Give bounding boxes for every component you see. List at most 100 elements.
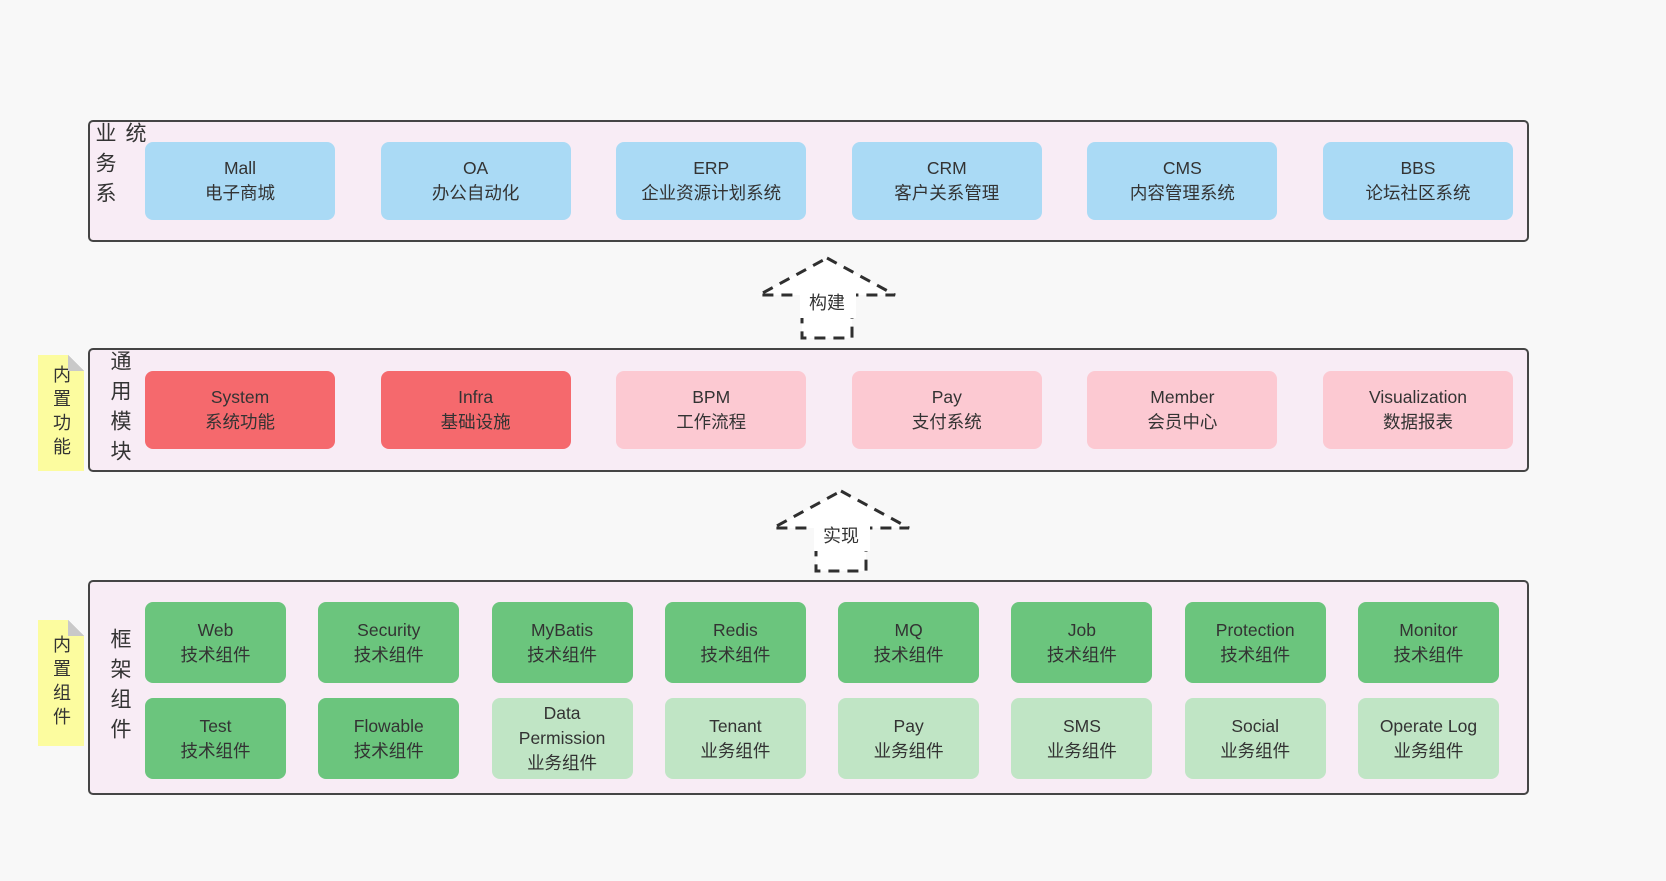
node-subtitle: 业务组件 [700, 740, 771, 761]
node-social: Social 业务组件 [1184, 698, 1326, 779]
node-tenant: Tenant 业务组件 [664, 698, 806, 779]
node-title: CRM [926, 158, 967, 178]
node-title: CMS [1162, 158, 1202, 178]
business-systems-layer: 业务系统 Mall 电子商城 OA 办公自动化 ERP 企业资源计划系统 CRM… [88, 120, 1529, 242]
node-subtitle: 数据报表 [1382, 412, 1453, 432]
node-subtitle: 技术组件 [1220, 644, 1291, 665]
node-crm: CRM 客户关系管理 [851, 142, 1042, 220]
node-title: Infra [458, 387, 494, 407]
layer-label-business: 业务系统 [93, 122, 146, 212]
node-subtitle: 技术组件 [353, 644, 424, 665]
node-subtitle: 电子商城 [205, 183, 275, 203]
node-subtitle: 技术组件 [527, 644, 598, 665]
node-web: Web 技术组件 [145, 602, 286, 683]
node-subtitle: 业务组件 [1393, 740, 1464, 761]
node-title: System [210, 387, 270, 407]
node-title: Web [197, 619, 234, 640]
node-job: Job 技术组件 [1011, 602, 1153, 683]
node-erp: ERP 企业资源计划系统 [616, 142, 807, 220]
node-title: Mall [223, 158, 257, 178]
node-title: Data Permission [518, 703, 606, 748]
node-protection: Protection 技术组件 [1184, 602, 1326, 683]
node-title: BPM [692, 387, 731, 407]
node-title: Social [1231, 715, 1280, 736]
node-title: MyBatis [530, 619, 594, 640]
node-title: BBS [1400, 158, 1436, 178]
node-subtitle: 支付系统 [911, 412, 982, 432]
node-mybatis: MyBatis 技术组件 [491, 602, 633, 683]
node-infra: Infra 基础设施 [380, 371, 571, 449]
node-pay-component: Pay 业务组件 [838, 698, 980, 779]
node-flowable: Flowable 技术组件 [318, 698, 460, 779]
node-title: Operate Log [1379, 715, 1478, 736]
framework-boxes-grid: Web 技术组件 Security 技术组件 MyBatis 技术组件 Redi… [145, 602, 1499, 779]
node-data-permission: Data Permission 业务组件 [491, 698, 633, 779]
node-title: SMS [1062, 715, 1101, 736]
node-subtitle: 业务组件 [1220, 740, 1291, 761]
node-title: ERP [693, 158, 730, 178]
arrow-up-icon: 实现 [772, 489, 910, 573]
framework-row-2: Test 技术组件 Flowable 技术组件 Data Permission … [145, 698, 1499, 779]
sticky-note-builtin-components: 内置组件 [38, 620, 84, 746]
node-sms: SMS 业务组件 [1011, 698, 1153, 779]
node-operate-log: Operate Log 业务组件 [1357, 698, 1499, 779]
arrow-implement-label: 实现 [823, 526, 859, 546]
node-subtitle: 技术组件 [700, 644, 771, 665]
arrow-build: 构建 [755, 255, 899, 341]
node-title: Pay [931, 387, 962, 407]
node-redis: Redis 技术组件 [664, 602, 806, 683]
node-subtitle: 业务组件 [1046, 740, 1117, 761]
node-visualization: Visualization 数据报表 [1322, 371, 1513, 449]
node-subtitle: 客户关系管理 [894, 183, 1000, 203]
node-pay-module: Pay 支付系统 [851, 371, 1042, 449]
node-subtitle: 系统功能 [205, 412, 275, 432]
node-test: Test 技术组件 [145, 698, 286, 779]
node-title: Security [357, 619, 421, 640]
node-subtitle: 技术组件 [873, 644, 944, 665]
framework-components-layer: 框架组件 Web 技术组件 Security 技术组件 MyBatis 技术组件… [88, 580, 1529, 795]
arrow-build-label: 构建 [809, 293, 845, 313]
modules-boxes-row: System 系统功能 Infra 基础设施 BPM 工作流程 Pay 支付系统… [145, 350, 1513, 470]
node-title: Test [199, 715, 232, 736]
node-mall: Mall 电子商城 [145, 142, 335, 220]
node-title: Visualization [1369, 387, 1467, 407]
node-subtitle: 业务组件 [527, 753, 598, 773]
node-subtitle: 办公自动化 [431, 183, 520, 203]
node-bpm: BPM 工作流程 [616, 371, 807, 449]
framework-row-1: Web 技术组件 Security 技术组件 MyBatis 技术组件 Redi… [145, 602, 1499, 683]
arrow-up-icon: 构建 [758, 256, 896, 340]
node-subtitle: 技术组件 [1393, 644, 1464, 665]
node-title: Flowable [353, 715, 424, 736]
node-title: Job [1067, 619, 1097, 640]
common-modules-layer: 通用模块 System 系统功能 Infra 基础设施 BPM 工作流程 Pay… [88, 348, 1529, 472]
node-security: Security 技术组件 [318, 602, 460, 683]
business-boxes-row: Mall 电子商城 OA 办公自动化 ERP 企业资源计划系统 CRM 客户关系… [145, 122, 1513, 240]
arrow-implement: 实现 [769, 488, 913, 574]
node-subtitle: 论坛社区系统 [1365, 183, 1471, 203]
node-title: Redis [712, 619, 758, 640]
node-subtitle: 企业资源计划系统 [641, 183, 782, 203]
node-mq: MQ 技术组件 [838, 602, 980, 683]
node-title: MQ [894, 619, 923, 640]
node-title: Pay [893, 715, 924, 736]
node-title: Protection [1215, 619, 1295, 640]
sticky-note-builtin-features: 内置功能 [38, 355, 84, 471]
node-subtitle: 业务组件 [873, 740, 944, 761]
node-member: Member 会员中心 [1087, 371, 1278, 449]
node-subtitle: 会员中心 [1147, 412, 1218, 432]
node-title: Monitor [1399, 619, 1458, 640]
node-subtitle: 技术组件 [180, 644, 251, 665]
node-oa: OA 办公自动化 [380, 142, 571, 220]
node-title: Tenant [709, 715, 762, 736]
node-title: Member [1150, 387, 1215, 407]
node-subtitle: 基础设施 [440, 412, 511, 432]
node-system: System 系统功能 [145, 371, 335, 449]
node-subtitle: 技术组件 [353, 740, 424, 761]
layer-label-framework: 框架组件 [108, 627, 131, 748]
node-bbs: BBS 论坛社区系统 [1322, 142, 1513, 220]
node-monitor: Monitor 技术组件 [1357, 602, 1499, 683]
node-subtitle: 技术组件 [180, 740, 251, 761]
node-subtitle: 工作流程 [676, 412, 747, 432]
node-cms: CMS 内容管理系统 [1087, 142, 1278, 220]
layer-label-modules: 通用模块 [108, 350, 131, 470]
